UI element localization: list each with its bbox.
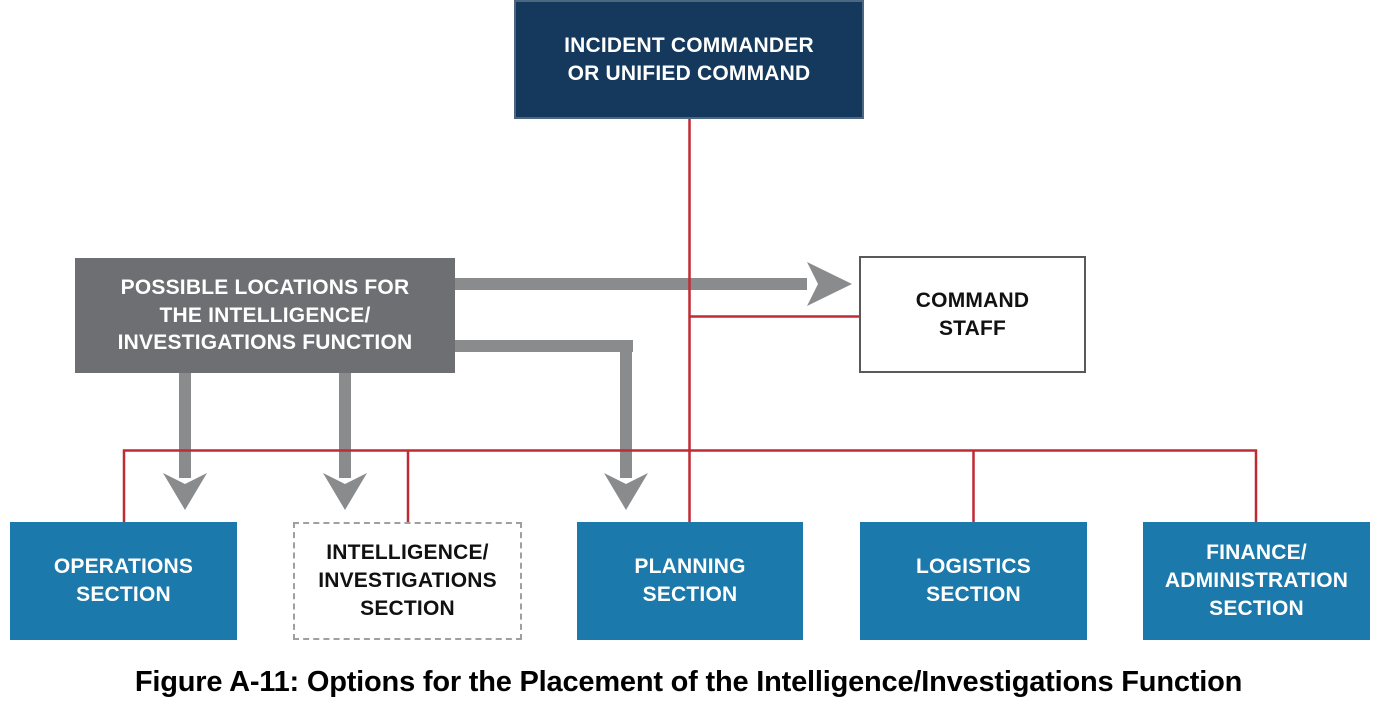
command-staff-label: COMMAND STAFF — [915, 288, 1030, 340]
arrow-shaft-elbow-horizontal — [455, 340, 633, 352]
possible-locations-box: POSSIBLE LOCATIONS FOR THE INTELLIGENCE/… — [75, 258, 455, 373]
arrowhead-to-planning — [604, 473, 648, 510]
arrow-shaft-to-command-staff — [455, 278, 807, 290]
arrow-shaft-elbow-vertical — [620, 340, 632, 478]
logistics-section-label: LOGISTICS SECTION — [916, 555, 1031, 606]
arrowhead-to-operations — [163, 473, 207, 510]
arrowhead-to-intelligence — [323, 473, 367, 510]
figure-caption: Figure A-11: Options for the Placement o… — [134, 666, 1243, 698]
logistics-section-box: LOGISTICS SECTION — [860, 522, 1087, 640]
arrow-shaft-to-intelligence — [339, 373, 351, 478]
operations-section-label: OPERATIONS SECTION — [53, 555, 194, 606]
intelligence-investigations-section-label: INTELLIGENCE/ INVESTIGATIONS SECTION — [318, 541, 497, 620]
arrow-shaft-to-operations — [179, 373, 191, 478]
intelligence-investigations-section-box: INTELLIGENCE/ INVESTIGATIONS SECTION — [293, 522, 522, 640]
operations-section-box: OPERATIONS SECTION — [10, 522, 237, 640]
planning-section-label: PLANNING SECTION — [634, 555, 746, 606]
finance-administration-section-label: FINANCE/ ADMINISTRATION SECTION — [1164, 541, 1349, 620]
command-staff-box: COMMAND STAFF — [859, 256, 1086, 373]
planning-section-box: PLANNING SECTION — [577, 522, 803, 640]
incident-commander-label: INCIDENT COMMANDER OR UNIFIED COMMAND — [564, 33, 814, 85]
arrowhead-to-command-staff — [807, 262, 852, 306]
finance-administration-section-box: FINANCE/ ADMINISTRATION SECTION — [1143, 522, 1370, 640]
incident-commander-box: INCIDENT COMMANDER OR UNIFIED COMMAND — [514, 0, 864, 119]
possible-locations-label: POSSIBLE LOCATIONS FOR THE INTELLIGENCE/… — [117, 275, 413, 355]
